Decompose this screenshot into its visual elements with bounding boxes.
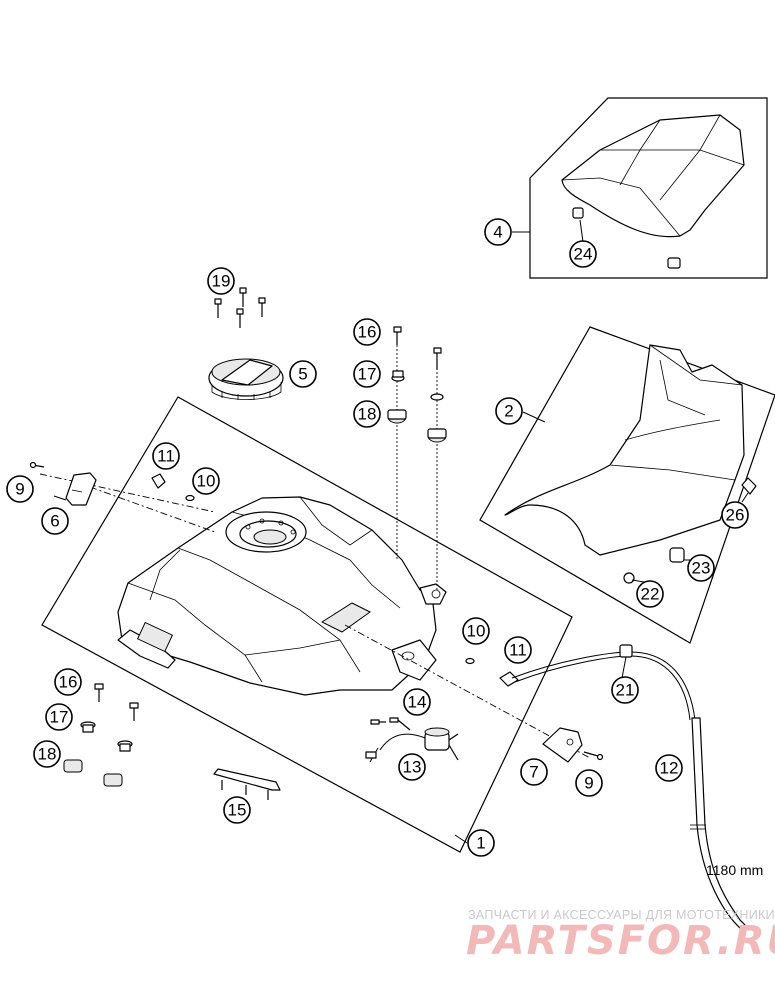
tank-mount-hardware-top bbox=[387, 326, 447, 443]
callout-24: 24 bbox=[569, 240, 597, 268]
passenger-seat-frame bbox=[529, 97, 768, 279]
callout-label: 17 bbox=[50, 708, 69, 727]
fuel-tank-group-frame bbox=[41, 396, 573, 853]
callout-label: 16 bbox=[59, 673, 78, 692]
callout-9-left: 9 bbox=[6, 475, 34, 503]
callout-label: 26 bbox=[726, 506, 745, 525]
callout-14: 14 bbox=[403, 688, 431, 716]
callout-16-top: 16 bbox=[353, 318, 381, 346]
trim-strip bbox=[213, 768, 281, 800]
callout-6: 6 bbox=[41, 507, 69, 535]
filler-cap bbox=[208, 358, 284, 400]
callout-label: 10 bbox=[467, 622, 486, 641]
watermark-tagline: ЗАПЧАСТИ И АКСЕССУАРЫ ДЛЯ МОТОТЕХНИКИ bbox=[468, 908, 775, 922]
callout-label: 5 bbox=[298, 365, 307, 384]
callout-label: 2 bbox=[504, 402, 513, 421]
tank-mount-hardware-bottom bbox=[63, 683, 139, 787]
callout-4: 4 bbox=[484, 218, 512, 246]
fuel-tank bbox=[117, 496, 447, 696]
callout-label: 10 bbox=[197, 472, 216, 491]
callout-label: 17 bbox=[358, 365, 377, 384]
rider-seat bbox=[504, 344, 757, 584]
side-bracket-right bbox=[542, 727, 604, 763]
callout-label: 24 bbox=[574, 245, 593, 264]
vent-hose bbox=[511, 644, 746, 929]
callout-label: 7 bbox=[529, 763, 538, 782]
callout-label: 19 bbox=[212, 272, 231, 291]
callout-label: 18 bbox=[358, 405, 377, 424]
watermark-logo: PARTSFOR.RU bbox=[466, 918, 775, 964]
callout-5: 5 bbox=[289, 360, 317, 388]
callout-22: 22 bbox=[636, 580, 664, 608]
callout-18-top: 18 bbox=[353, 400, 381, 428]
callout-2: 2 bbox=[495, 397, 523, 425]
callout-19: 19 bbox=[207, 267, 235, 295]
cap-screws bbox=[214, 287, 266, 328]
callout-label: 12 bbox=[660, 759, 679, 778]
callout-17-bottom: 17 bbox=[45, 703, 73, 731]
callout-9-right: 9 bbox=[575, 769, 603, 797]
callout-label: 13 bbox=[403, 758, 422, 777]
callout-label: 6 bbox=[50, 512, 59, 531]
callout-label: 14 bbox=[408, 693, 427, 712]
callout-7: 7 bbox=[520, 758, 548, 786]
callout-12: 12 bbox=[655, 754, 683, 782]
callout-23: 23 bbox=[687, 554, 715, 582]
centerline-right bbox=[344, 624, 591, 759]
leader-lines bbox=[53, 219, 749, 844]
centerline-left-2 bbox=[89, 486, 216, 533]
callout-10-right: 10 bbox=[462, 617, 490, 645]
callout-21: 21 bbox=[611, 676, 639, 704]
callout-label: 4 bbox=[493, 223, 502, 242]
hose-length-label: 1180 mm bbox=[706, 862, 764, 878]
callout-label: 18 bbox=[38, 745, 57, 764]
centerline-left bbox=[39, 473, 216, 513]
fitting-left bbox=[151, 473, 195, 502]
callout-26: 26 bbox=[721, 501, 749, 529]
callout-label: 21 bbox=[616, 681, 635, 700]
callout-17-top: 17 bbox=[353, 360, 381, 388]
callout-label: 9 bbox=[584, 774, 593, 793]
callout-label: 9 bbox=[15, 480, 24, 499]
fuel-pump bbox=[365, 717, 459, 763]
callout-16-bottom: 16 bbox=[54, 668, 82, 696]
callout-11-right: 11 bbox=[504, 636, 532, 664]
callout-label: 11 bbox=[157, 447, 175, 466]
callout-label: 15 bbox=[228, 801, 247, 820]
callout-label: 23 bbox=[692, 559, 711, 578]
side-bracket-left bbox=[29, 461, 97, 506]
callout-18-bottom: 18 bbox=[33, 740, 61, 768]
fitting-right bbox=[465, 657, 519, 687]
callout-label: 1 bbox=[476, 834, 485, 853]
callout-11-left: 11 bbox=[152, 442, 180, 470]
passenger-seat bbox=[561, 114, 745, 269]
callout-label: 11 bbox=[509, 641, 527, 660]
callout-13: 13 bbox=[398, 753, 426, 781]
callout-label: 22 bbox=[641, 585, 660, 604]
callout-1: 1 bbox=[467, 829, 495, 857]
callout-label: 16 bbox=[358, 323, 377, 342]
callout-15: 15 bbox=[223, 796, 251, 824]
callout-10-left: 10 bbox=[192, 467, 220, 495]
